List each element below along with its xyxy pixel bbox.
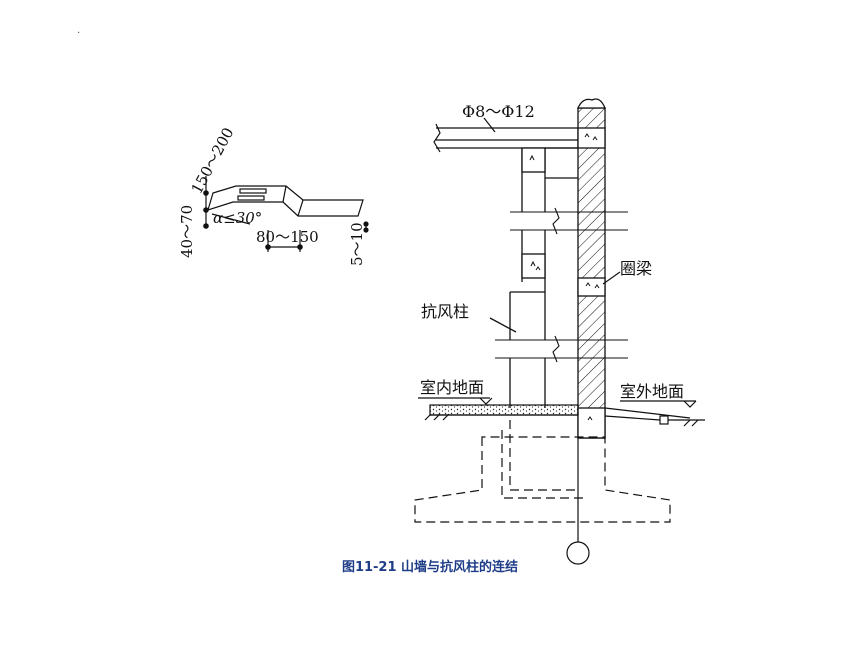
anchor-plate-detail: [203, 176, 369, 252]
stray-dot-mark: ·: [77, 28, 81, 39]
dim-length-label: 80～150: [256, 228, 319, 246]
figure-caption: 图11-21 山墙与抗风柱的连结: [341, 560, 519, 575]
wall-footing-block: [577, 407, 606, 439]
plumb-line: [566, 438, 590, 565]
gable-wall: [576, 98, 606, 439]
indoor-floor-label: 室内地面: [420, 378, 484, 397]
angle-label: α≤30°: [213, 209, 262, 227]
plumb-bob: [566, 541, 590, 565]
dim-height-label: 40～70: [178, 205, 196, 258]
wind-column-label: 抗风柱: [421, 302, 469, 321]
indoor-floor-slab: [418, 397, 579, 421]
break-lines: [495, 207, 628, 363]
plate-slot-top: [239, 188, 267, 194]
ring-beam-top: [577, 127, 606, 149]
wind-resistant-column: [489, 147, 578, 408]
rebar-anchor: [433, 117, 578, 153]
plate-slot-bottom: [237, 195, 265, 201]
outdoor-ground-label: 室外地面: [620, 382, 684, 401]
dim-thickness-label: 5～10: [348, 222, 366, 266]
ring-beam-middle: [577, 277, 606, 297]
dim-width-label: 150～200: [188, 125, 238, 197]
rebar-label: Φ8～Φ12: [462, 102, 535, 121]
dashed-foundation: [414, 420, 671, 523]
outdoor-ground: [604, 400, 705, 427]
ring-beam-label: 圈梁: [620, 259, 652, 278]
